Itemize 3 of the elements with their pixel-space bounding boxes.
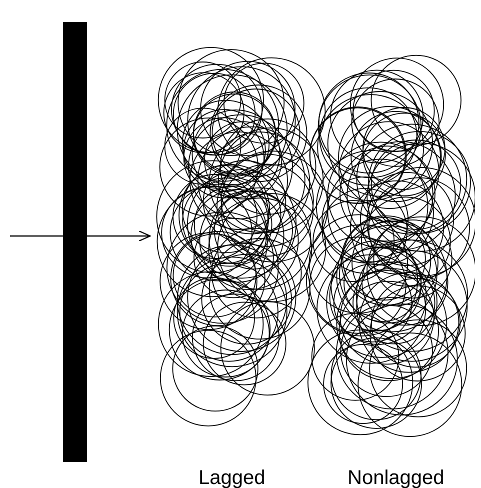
column-label: Nonlagged: [348, 466, 444, 488]
vertical-bar: [63, 22, 87, 462]
column-label: Lagged: [198, 466, 266, 488]
